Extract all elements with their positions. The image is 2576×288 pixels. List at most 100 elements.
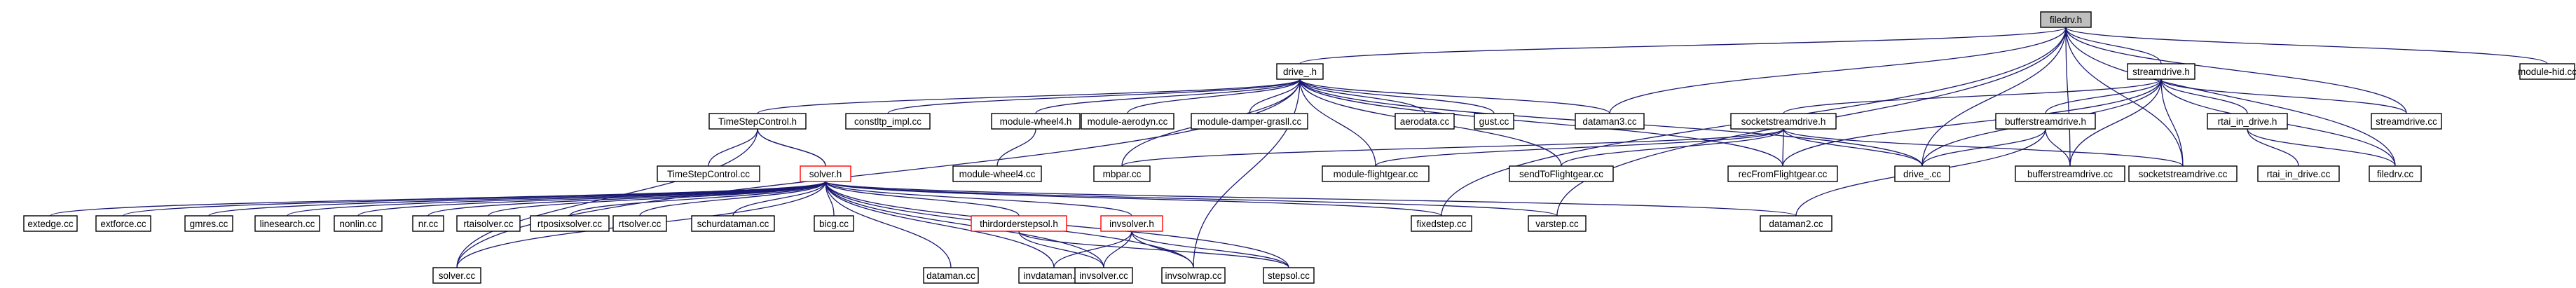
node-label: socketstreamdrive.cc (2139, 169, 2228, 179)
node-aerodata[interactable]: aerodata.cc (1395, 113, 1455, 130)
edge-drive_h-dataman3 (1296, 72, 1610, 114)
node-rtsolver[interactable]: rtsolver.cc (612, 215, 667, 232)
node-label: rtai_in_drive.h (2218, 116, 2277, 127)
node-label: streamdrive.h (2132, 67, 2190, 77)
edge-drive_h-timestep_h (757, 72, 1303, 114)
node-nonlin[interactable]: nonlin.cc (334, 215, 383, 232)
node-solver-cc[interactable]: solver.cc (432, 267, 481, 284)
node-invsolver-cc[interactable]: invsolver.cc (1074, 267, 1133, 284)
node-label: thirdorderstepsol.h (980, 219, 1058, 229)
node-label: socketstreamdrive.h (1741, 116, 1826, 127)
edge-streamdrive_h-socketstream_h (1783, 72, 2165, 114)
edge-filedrv_h-module_hid (2062, 20, 2548, 64)
node-thirdorder-h[interactable]: thirdorderstepsol.h (971, 215, 1067, 232)
node-label: invsolver.h (1109, 219, 1154, 229)
node-invsolver-h[interactable]: invsolver.h (1100, 215, 1163, 232)
node-streamdrive-cc[interactable]: streamdrive.cc (2371, 113, 2442, 130)
node-label: module-flightgear.cc (1334, 169, 1418, 179)
node-timestep-cc[interactable]: TimeStepControl.cc (657, 165, 760, 182)
node-label: dataman.cc (926, 270, 975, 281)
node-label: gust.cc (1479, 116, 1509, 127)
node-linesearch[interactable]: linesearch.cc (254, 215, 320, 232)
node-mw4-h[interactable]: module-wheel4.h (991, 113, 1081, 130)
node-label: solver.h (809, 169, 842, 179)
node-recfg[interactable]: recFromFlightgear.cc (1727, 165, 1838, 182)
node-label: linesearch.cc (260, 219, 315, 229)
node-label: nonlin.cc (339, 219, 377, 229)
node-gust[interactable]: gust.cc (1474, 113, 1514, 130)
nodes-layer: filedrv.h drive_.h streamdrive.h module-hid… (23, 11, 2576, 284)
node-mw4-cc[interactable]: module-wheel4.cc (952, 165, 1042, 182)
node-rtposix[interactable]: rtposixsolver.cc (530, 215, 610, 232)
node-label: mbpar.cc (1103, 169, 1142, 179)
node-bufferstream-h[interactable]: bufferstreamdrive.h (1995, 113, 2096, 130)
edge-drive_h-solver_cc (456, 72, 1303, 268)
node-drive-cc[interactable]: drive_.cc (1894, 165, 1950, 182)
node-solver-h[interactable]: solver.h (800, 165, 851, 182)
node-label: constltp_impl.cc (854, 116, 922, 127)
edge-filedrv_h-drive_h (1299, 20, 2069, 64)
node-damper[interactable]: module-damper-grasll.cc (1191, 113, 1308, 130)
node-label: dataman3.cc (1582, 116, 1637, 127)
node-aerodyn[interactable]: module-aerodyn.cc (1081, 113, 1174, 130)
node-label: varstep.cc (1535, 219, 1579, 229)
node-socketstream-cc[interactable]: socketstreamdrive.cc (2128, 165, 2238, 182)
node-label: module-damper-grasll.cc (1198, 116, 1302, 127)
edge-filedrv_h-drive_cc (1921, 20, 2069, 167)
node-gmres[interactable]: gmres.cc (184, 215, 233, 232)
node-drive-h[interactable]: drive_.h (1276, 63, 1324, 80)
node-label: rtsolver.cc (619, 219, 662, 229)
node-module-hid[interactable]: module-hid.cc (2518, 63, 2576, 80)
node-schurdataman[interactable]: schurdataman.cc (691, 215, 775, 232)
node-rtai-cc[interactable]: rtai_in_drive.cc (2257, 165, 2340, 182)
node-filedrv-cc[interactable]: filedrv.cc (2369, 165, 2422, 182)
node-rtaisolver[interactable]: rtaisolver.cc (456, 215, 521, 232)
node-label: rtaisolver.cc (463, 219, 514, 229)
node-varstep[interactable]: varstep.cc (1528, 215, 1587, 232)
node-streamdrive-h[interactable]: streamdrive.h (2127, 63, 2195, 80)
node-label: schurdataman.cc (697, 219, 769, 229)
node-mbpar[interactable]: mbpar.cc (1093, 165, 1151, 182)
node-label: gmres.cc (190, 219, 228, 229)
node-invsolwrap[interactable]: invsolwrap.cc (1161, 267, 1226, 284)
node-invdataman[interactable]: invdataman.cc (1018, 267, 1090, 284)
node-label: bicg.cc (819, 219, 849, 229)
edge-filedrv_h-dataman3 (1609, 20, 2069, 114)
edge-filedrv_h-bufferstream_cc (2062, 20, 2071, 167)
node-bicg[interactable]: bicg.cc (814, 215, 854, 232)
node-stepsol[interactable]: stepsol.cc (1263, 267, 1315, 284)
node-label: dataman2.cc (1769, 219, 1823, 229)
node-dataman2[interactable]: dataman2.cc (1760, 215, 1832, 232)
edge-streamdrive_h-streamdrive_cc (2158, 72, 2407, 114)
node-label: module-wheel4.cc (959, 169, 1036, 179)
node-filedrv-h: filedrv.h (2040, 11, 2092, 28)
node-nr[interactable]: nr.cc (412, 215, 444, 232)
node-extedge[interactable]: extedge.cc (23, 215, 78, 232)
node-label: filedrv.h (2050, 15, 2082, 25)
edge-socketstream_h-socketstream_cc (1780, 122, 2184, 167)
node-label: rtposixsolver.cc (537, 219, 603, 229)
node-label: rtai_in_drive.cc (2267, 169, 2331, 179)
node-label: sendToFlightgear.cc (1519, 169, 1603, 179)
node-dataman[interactable]: dataman.cc (923, 267, 979, 284)
node-label: TimeStepControl.h (718, 116, 797, 127)
node-dataman3[interactable]: dataman3.cc (1575, 113, 1645, 130)
node-label: extedge.cc (27, 219, 74, 229)
node-bufferstream-cc[interactable]: bufferstreamdrive.cc (2015, 165, 2125, 182)
node-extforce[interactable]: extforce.cc (95, 215, 151, 232)
node-label: module-wheel4.h (1000, 116, 1072, 127)
node-label: solver.cc (439, 270, 476, 281)
node-label: stepsol.cc (1268, 270, 1310, 281)
node-label: module-hid.cc (2518, 67, 2576, 77)
node-rtai-h[interactable]: rtai_in_drive.h (2207, 113, 2288, 130)
node-fixedstep[interactable]: fixedstep.cc (1411, 215, 1472, 232)
node-flightgear[interactable]: module-flightgear.cc (1322, 165, 1430, 182)
node-label: fixedstep.cc (1416, 219, 1467, 229)
edge-drive_h-invsolwrap (1193, 72, 1303, 268)
node-sendfg[interactable]: sendToFlightgear.cc (1509, 165, 1614, 182)
node-label: drive_.cc (1903, 169, 1941, 179)
node-socketstream-h[interactable]: socketstreamdrive.h (1730, 113, 1837, 130)
node-timestep-h[interactable]: TimeStepControl.h (708, 113, 807, 130)
node-constltp[interactable]: constltp_impl.cc (845, 113, 931, 130)
